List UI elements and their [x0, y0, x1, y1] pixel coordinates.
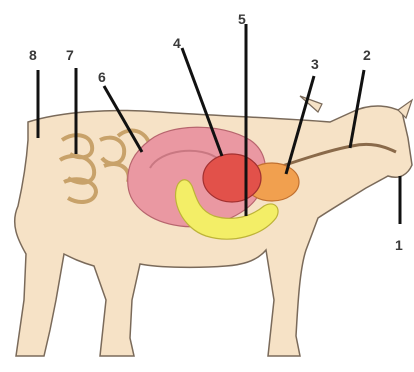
- reticulum: [203, 154, 261, 202]
- label-1: 1: [395, 238, 403, 252]
- label-7: 7: [66, 48, 74, 62]
- label-4: 4: [173, 36, 181, 50]
- label-3: 3: [311, 57, 319, 71]
- label-8: 8: [29, 48, 37, 62]
- label-6: 6: [98, 70, 106, 84]
- label-2: 2: [363, 48, 371, 62]
- label-5: 5: [238, 12, 246, 26]
